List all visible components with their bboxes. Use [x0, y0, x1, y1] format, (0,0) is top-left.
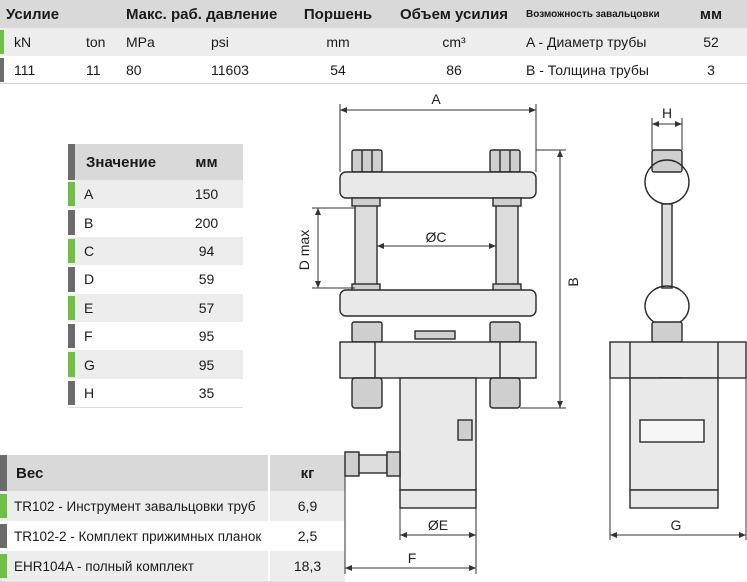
row-bg	[68, 208, 243, 238]
label-c: ØC	[426, 229, 447, 245]
dims-header-name: Значение	[80, 144, 170, 180]
unit-kn: kN	[14, 34, 32, 50]
dims-header-unit: мм	[170, 144, 243, 180]
weight-item-name: TR102 - Инструмент завальцовки труб	[14, 498, 256, 514]
weight-header-name: Вес	[10, 455, 260, 491]
dim-name: D	[84, 271, 95, 288]
rolling-value-a: 52	[703, 34, 719, 50]
values-row	[0, 56, 747, 84]
label-e: ØE	[428, 517, 448, 533]
dim-name: C	[84, 242, 95, 259]
value-mpa: 80	[126, 62, 142, 78]
row-marker	[0, 524, 7, 548]
row-marker	[68, 144, 75, 180]
dim-value: 57	[198, 299, 215, 316]
dim-value: 94	[198, 242, 215, 259]
label-a: A	[431, 91, 441, 107]
unit-psi: psi	[211, 34, 229, 50]
unit-ton: ton	[86, 34, 106, 50]
column-divider	[268, 521, 270, 551]
row-marker	[68, 182, 75, 207]
weight-item-value: 6,9	[297, 498, 318, 514]
header-max-pressure: Макс. раб. давление	[120, 0, 288, 28]
header-force-volume: Объем усилия	[388, 0, 520, 28]
dimension-lines	[312, 104, 747, 574]
dim-value: 150	[194, 186, 219, 203]
value-kn: 111	[14, 62, 36, 78]
dimension-labels: A B ØC D max ØE F G H	[296, 91, 681, 566]
value-ton: 11	[86, 62, 101, 78]
dim-value: 59	[198, 271, 215, 288]
rolling-value-b: 3	[707, 62, 715, 78]
column-divider	[268, 551, 270, 581]
dim-name: B	[84, 214, 94, 231]
dim-name: A	[84, 186, 94, 203]
row-bg	[0, 491, 345, 522]
weight-item-value: 18,3	[293, 558, 322, 574]
row-marker	[0, 455, 7, 491]
unit-mm: mm	[326, 34, 350, 50]
header-rolling: Возможность завальцовки	[520, 0, 675, 28]
row-marker	[0, 30, 4, 54]
value-psi: 11603	[211, 62, 249, 78]
rolling-label-a: A - Диаметр трубы	[526, 34, 647, 50]
row-marker	[0, 58, 4, 82]
row-marker	[68, 324, 75, 349]
unit-cm3: cm³	[442, 34, 466, 50]
weight-item-name: TR102-2 - Комплект прижимных планок	[14, 528, 262, 544]
unit-mpa: MPa	[126, 34, 155, 50]
weight-header-unit: кг	[270, 455, 345, 491]
weight-item-name: EHR104A - полный комплект	[14, 558, 194, 574]
rolling-label-b: B - Толщина трубы	[526, 62, 649, 78]
front-view	[339, 149, 537, 509]
row-marker	[68, 380, 75, 406]
row-marker	[68, 238, 75, 264]
dim-name: E	[84, 299, 94, 316]
dim-value: 95	[198, 328, 215, 345]
dim-name: H	[84, 384, 95, 401]
label-g: G	[671, 517, 682, 533]
row-marker	[68, 210, 75, 235]
units-row	[0, 28, 747, 56]
header-force: Усилие	[0, 0, 120, 28]
column-divider	[268, 455, 270, 491]
dim-value: 35	[198, 384, 215, 401]
side-view	[609, 149, 747, 509]
row-marker	[68, 352, 75, 377]
column-divider	[268, 491, 270, 521]
label-b: B	[565, 277, 581, 286]
label-f: F	[408, 550, 417, 566]
row-marker	[0, 554, 7, 578]
value-volume: 86	[446, 62, 462, 78]
value-piston: 54	[330, 62, 346, 78]
row-marker	[0, 494, 7, 518]
header-piston: Поршень	[288, 0, 388, 28]
header-mm: мм	[675, 0, 747, 28]
weight-item-value: 2,5	[297, 528, 318, 544]
row-bg	[68, 180, 243, 210]
dim-name: F	[84, 328, 93, 345]
row-marker	[68, 295, 75, 320]
row-marker	[68, 267, 75, 292]
dim-name: G	[84, 356, 95, 373]
label-d: D max	[296, 230, 312, 270]
label-h: H	[662, 105, 672, 121]
dim-value: 200	[194, 214, 219, 231]
row-bg	[68, 236, 243, 267]
dim-value: 95	[198, 356, 215, 373]
row-bg	[68, 378, 243, 409]
